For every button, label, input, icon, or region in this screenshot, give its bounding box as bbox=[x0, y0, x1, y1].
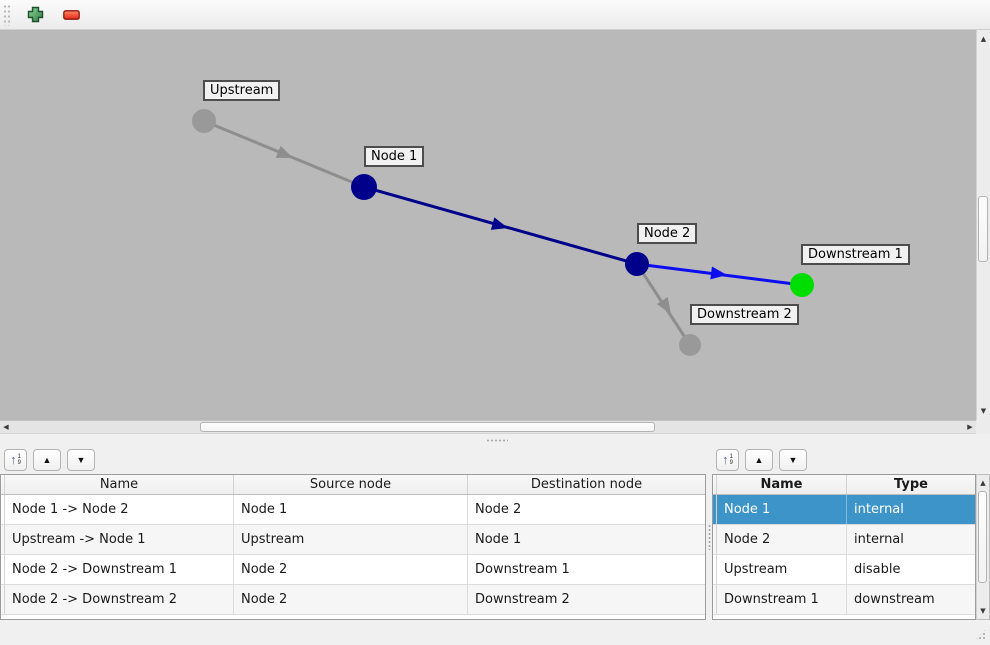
graph-node-downstream1[interactable] bbox=[790, 273, 814, 297]
move-down-icon: ▼ bbox=[788, 455, 798, 465]
resize-grip-icon[interactable] bbox=[974, 628, 987, 641]
move-up-icon: ▲ bbox=[42, 455, 52, 465]
splitter-handle-icon bbox=[486, 439, 508, 442]
scroll-up-icon[interactable]: ▲ bbox=[980, 35, 987, 43]
node-label-downstream1: Downstream 1 bbox=[801, 244, 910, 265]
remove-button[interactable] bbox=[57, 1, 85, 29]
move-up-button[interactable]: ▲ bbox=[33, 449, 61, 471]
vertical-scrollbar-thumb[interactable] bbox=[978, 196, 988, 262]
node-label-node2: Node 2 bbox=[637, 223, 698, 244]
nodes-table-header: Name Type bbox=[713, 475, 975, 495]
move-down-icon: ▼ bbox=[76, 455, 86, 465]
edge-table-row[interactable]: Node 2 -> Downstream 2 Node 2 Downstream… bbox=[1, 585, 705, 615]
move-down-button[interactable]: ▼ bbox=[779, 449, 807, 471]
main-toolbar bbox=[0, 0, 990, 30]
move-up-icon: ▲ bbox=[754, 455, 764, 465]
horizontal-scrollbar-thumb[interactable] bbox=[200, 422, 655, 432]
status-bar bbox=[0, 620, 990, 645]
column-header-name[interactable]: Name bbox=[717, 475, 847, 494]
vertical-scrollbar-thumb[interactable] bbox=[978, 491, 987, 583]
node-table-row[interactable]: Downstream 1 downstream bbox=[713, 585, 975, 615]
edge-table-row[interactable]: Node 1 -> Node 2 Node 1 Node 2 bbox=[1, 495, 705, 525]
vertical-splitter[interactable] bbox=[706, 446, 712, 620]
splitter-handle-icon bbox=[708, 524, 711, 550]
node-table-row[interactable]: Upstream disable bbox=[713, 555, 975, 585]
canvas-horizontal-scrollbar[interactable]: ◀ ▶ bbox=[0, 420, 976, 434]
toolbar-drag-handle[interactable] bbox=[3, 3, 11, 26]
column-header-source[interactable]: Source node bbox=[234, 475, 468, 494]
add-button[interactable] bbox=[21, 1, 49, 29]
column-header-name[interactable]: Name bbox=[5, 475, 234, 494]
graph-layer bbox=[192, 109, 814, 356]
node-label-upstream: Upstream bbox=[203, 80, 281, 101]
row-gutter bbox=[713, 475, 717, 494]
edges-table-header: Name Source node Destination node bbox=[1, 475, 705, 495]
graph-node-node1[interactable] bbox=[351, 174, 377, 200]
horizontal-splitter[interactable] bbox=[0, 434, 990, 446]
column-header-type[interactable]: Type bbox=[894, 477, 928, 492]
scroll-left-icon[interactable]: ◀ bbox=[3, 423, 9, 431]
edge-arrow-icon bbox=[710, 266, 727, 280]
green-plus-icon bbox=[27, 6, 43, 23]
graph-canvas[interactable]: Upstream Node 1 Node 2 Downstream 1 Down… bbox=[0, 30, 976, 420]
scrollbar-corner bbox=[976, 420, 990, 434]
scroll-down-icon[interactable]: ▼ bbox=[980, 407, 987, 415]
edge-arrow-icon bbox=[275, 145, 293, 158]
scroll-right-icon[interactable]: ▶ bbox=[967, 423, 973, 431]
scroll-down-icon[interactable]: ▼ bbox=[980, 607, 986, 615]
node-label-node1: Node 1 bbox=[364, 146, 425, 167]
edge-table-row[interactable]: Node 2 -> Downstream 1 Node 2 Downstream… bbox=[1, 555, 705, 585]
row-gutter bbox=[1, 475, 5, 494]
node-label-downstream2: Downstream 2 bbox=[690, 304, 799, 325]
column-header-destination[interactable]: Destination node bbox=[530, 477, 643, 492]
node-table-row[interactable]: Node 2 internal bbox=[713, 525, 975, 555]
nodes-table: Name Type Node 1 internal Node 2 interna… bbox=[712, 474, 976, 620]
sort-ascending-icon: ↑ bbox=[10, 452, 17, 467]
canvas-vertical-scrollbar[interactable]: ▲ ▼ bbox=[976, 30, 990, 420]
graph-node-node2[interactable] bbox=[625, 252, 649, 276]
sort-ascending-icon: ↑ bbox=[722, 452, 729, 467]
move-up-button[interactable]: ▲ bbox=[745, 449, 773, 471]
scroll-up-icon[interactable]: ▲ bbox=[980, 479, 986, 487]
graph-node-upstream[interactable] bbox=[192, 109, 216, 133]
edge-arrow-icon bbox=[656, 297, 671, 314]
graph-node-downstream2[interactable] bbox=[679, 334, 701, 356]
red-minus-icon bbox=[62, 9, 80, 20]
edge-table-row[interactable]: Upstream -> Node 1 Upstream Node 1 bbox=[1, 525, 705, 555]
nodes-table-vertical-scrollbar[interactable]: ▲ ▼ bbox=[976, 474, 990, 620]
edge-arrow-icon bbox=[490, 217, 508, 230]
node-table-row-selected[interactable]: Node 1 internal bbox=[713, 495, 975, 525]
move-down-button[interactable]: ▼ bbox=[67, 449, 95, 471]
edges-table: Name Source node Destination node Node 1… bbox=[0, 474, 706, 620]
